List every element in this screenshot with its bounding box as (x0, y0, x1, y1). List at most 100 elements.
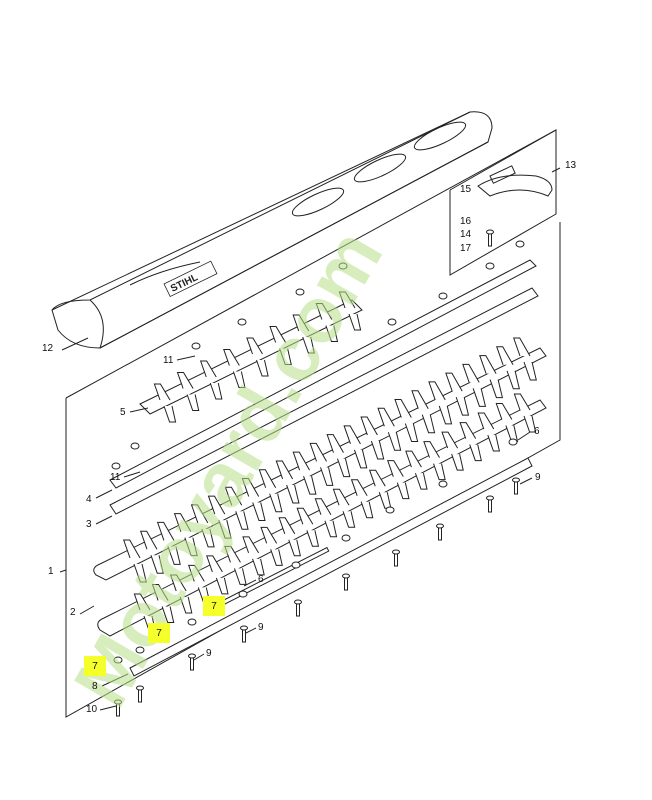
nut (111, 462, 121, 470)
bolt-head (342, 573, 350, 579)
blade-tooth (176, 372, 194, 389)
bolt-head (188, 653, 196, 659)
blade-tooth (414, 472, 428, 490)
blade-tooth (207, 495, 226, 515)
blade-tooth (256, 359, 269, 377)
blade-tooth (241, 478, 260, 497)
blade-tooth (350, 479, 368, 496)
blade-tooth (459, 422, 477, 439)
blade-tooth (411, 390, 429, 409)
blade-tooth (206, 555, 223, 573)
blade-tooth (387, 460, 404, 477)
part-label-10: 10 (86, 704, 98, 715)
blade-tooth (235, 511, 249, 530)
part-label-13: 13 (565, 160, 577, 171)
blade-holder (139, 291, 363, 423)
blade-tooth (150, 555, 164, 574)
blade-tooth (512, 337, 531, 357)
blade-tooth (360, 416, 378, 436)
blade-tooth (246, 337, 263, 355)
blade-tooth (523, 415, 537, 433)
blade-tooth (451, 453, 464, 471)
bolt-head (486, 229, 494, 235)
blade-tooth (278, 517, 296, 535)
bolt-head (512, 477, 520, 483)
bolt-head (114, 699, 122, 705)
blade-tooth (279, 348, 292, 365)
blade-tooth (455, 396, 470, 416)
nut (387, 318, 397, 326)
blade-tooth (370, 440, 385, 460)
blade-tooth (275, 460, 294, 480)
blade-tooth (161, 606, 175, 623)
blade-tooth (224, 545, 241, 563)
nut (237, 318, 247, 326)
part-label-4: 4 (86, 494, 92, 505)
blade-tooth (495, 403, 513, 420)
blade-tooth (223, 349, 240, 366)
blade-tooth (338, 291, 356, 309)
blade-tooth (252, 558, 265, 576)
bolt-head (392, 549, 400, 555)
blade-tooth (377, 407, 395, 427)
bolt-head (486, 495, 494, 501)
part-label-6a: 6 (534, 426, 540, 437)
inset-frame (449, 129, 557, 276)
bottom-rail (129, 457, 533, 677)
blade-tooth (314, 498, 332, 516)
nut (238, 590, 248, 598)
blade-tooth (489, 379, 504, 399)
blade-tooth (479, 355, 497, 374)
part-label-9b: 9 (258, 622, 264, 633)
part-label-9c: 9 (206, 648, 212, 659)
highlight-label-7-b: 7 (148, 623, 170, 643)
nut (341, 534, 351, 542)
blade-tooth (405, 450, 422, 468)
blade-tooth (215, 577, 229, 595)
blade-tooth (360, 501, 374, 519)
blade-tooth (169, 574, 187, 592)
blade-tooth (309, 442, 327, 462)
blade-tooth (394, 398, 412, 418)
blade-tooth (353, 449, 368, 469)
blade-tooth (190, 504, 209, 524)
blade-tooth (199, 360, 217, 378)
blade-tooth (428, 381, 446, 401)
part-label-5: 5 (120, 407, 126, 418)
part-label-15: 15 (460, 184, 472, 195)
blade-tooth (462, 363, 480, 383)
blade-tooth (513, 393, 531, 411)
part-label-12: 12 (42, 343, 54, 354)
blade-tooth (163, 405, 177, 423)
blade-tooth (151, 583, 169, 601)
blade-tooth (292, 314, 310, 332)
part-label-8: 8 (92, 681, 98, 692)
blade-tooth (269, 493, 283, 513)
blade-tooth (167, 546, 181, 565)
blade-cover (51, 111, 493, 349)
blade-tooth (288, 539, 301, 557)
blade-tooth (224, 486, 243, 506)
blade-tooth (477, 412, 495, 430)
blade-tooth (153, 383, 171, 401)
blade-tooth (396, 482, 410, 500)
nut (438, 292, 448, 300)
blade-tooth (302, 336, 315, 354)
blade-tooth (139, 530, 158, 550)
blade-tooth (186, 394, 200, 411)
blade-tooth (433, 463, 446, 481)
blade-tooth (252, 502, 266, 522)
nut (130, 442, 140, 450)
blade-tooth (286, 484, 300, 504)
nut (295, 288, 305, 296)
blade-tooth (232, 371, 246, 388)
blade-rails (109, 259, 539, 515)
blade-tooth (423, 441, 440, 458)
cutting-blade-lower (97, 393, 547, 637)
part-label-2: 2 (70, 607, 76, 618)
blade-tooth (337, 458, 351, 478)
blade-tooth (441, 431, 459, 449)
nut (191, 342, 201, 350)
blade-tooth (218, 519, 232, 539)
blade-tooth (260, 526, 278, 544)
